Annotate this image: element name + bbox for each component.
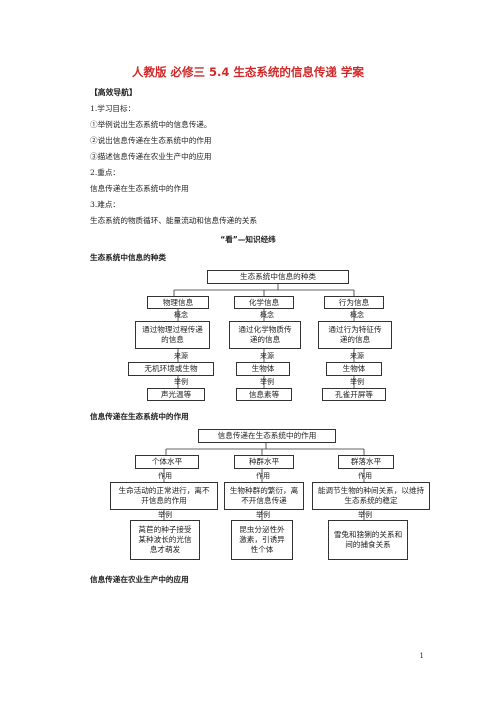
level-box: 群落水平	[338, 455, 394, 469]
function-label: 作用	[158, 472, 172, 480]
source-box: 生物体	[236, 362, 290, 376]
function-box: 能调节生物的种间关系，以维持生态系统的稳定	[312, 482, 430, 510]
info-type-box: 行为信息	[324, 296, 384, 309]
source-label: 来源	[260, 352, 274, 360]
example-box: 声光温等	[147, 388, 205, 401]
diagram2-heading: 信息传递在生态系统中的作用	[90, 412, 189, 421]
example-label: 举例	[358, 511, 372, 519]
diagram2-root-box: 信息传递在生态系统中的作用	[198, 429, 336, 443]
example-box: 雪兔和猞猁的关系和间的捕食关系	[328, 520, 408, 560]
source-box: 无机环境或生物	[128, 362, 214, 376]
example-label: 举例	[158, 511, 172, 519]
guide-header: 【高效导航】	[90, 88, 137, 97]
example-box: 昆虫分泌性外激素，引诱异性个体	[231, 520, 293, 560]
example-box: 莴苣的种子接受某种波长的光信息才萌发	[130, 520, 200, 560]
definition-box: 通过化学物质传递的信息	[229, 321, 301, 349]
guide-line: 2.重点：	[90, 168, 121, 177]
section-title: “看”—知识经纬	[220, 235, 276, 244]
example-label: 举例	[174, 378, 188, 386]
definition-box: 通过行为特征传递的信息	[318, 321, 392, 349]
definition-label: 概念	[350, 311, 364, 319]
function-box: 生命活动的正常进行，离不开信息的作用	[110, 482, 218, 510]
guide-line: 1.学习目标：	[90, 104, 136, 113]
definition-label: 概念	[260, 311, 274, 319]
page-number: 1	[419, 652, 424, 660]
diagram1-root-box: 生态系统中信息的种类	[207, 270, 349, 284]
definition-label: 概念	[174, 311, 188, 319]
function-box: 生物种群的繁衍，离不开信息传递	[224, 482, 304, 510]
diagram1-heading: 生态系统中信息的种类	[90, 253, 166, 262]
level-box: 个体水平	[135, 455, 199, 469]
example-box: 孔雀开屏等	[322, 388, 386, 401]
guide-line: ①举例说出生态系统中的信息传递。	[90, 120, 212, 129]
document-title: 人教版 必修三 5.4 生态系统的信息传递 学案	[132, 65, 364, 79]
function-label: 作用	[256, 472, 270, 480]
guide-line: ②说出信息传递在生态系统中的作用	[90, 136, 212, 145]
info-type-box: 物理信息	[147, 296, 209, 309]
function-label: 作用	[358, 472, 372, 480]
example-label: 举例	[350, 378, 364, 386]
guide-line: 信息传递在生态系统中的作用	[90, 184, 189, 193]
definition-box: 通过物理过程传递的信息	[135, 321, 210, 349]
heading3: 信息传递在农业生产中的应用	[90, 575, 189, 584]
source-box: 生物体	[326, 362, 382, 376]
example-label: 举例	[256, 511, 270, 519]
source-label: 来源	[174, 352, 188, 360]
guide-line: ③描述信息传递在农业生产中的应用	[90, 152, 212, 161]
example-box: 信息素等	[236, 388, 292, 401]
info-type-box: 化学信息	[234, 296, 294, 309]
level-box: 种群水平	[234, 455, 294, 469]
guide-line: 生态系统的物质循环、能量流动和信息传递的关系	[90, 216, 258, 225]
source-label: 来源	[350, 352, 364, 360]
example-label: 举例	[260, 378, 274, 386]
guide-line: 3.难点：	[90, 200, 121, 209]
